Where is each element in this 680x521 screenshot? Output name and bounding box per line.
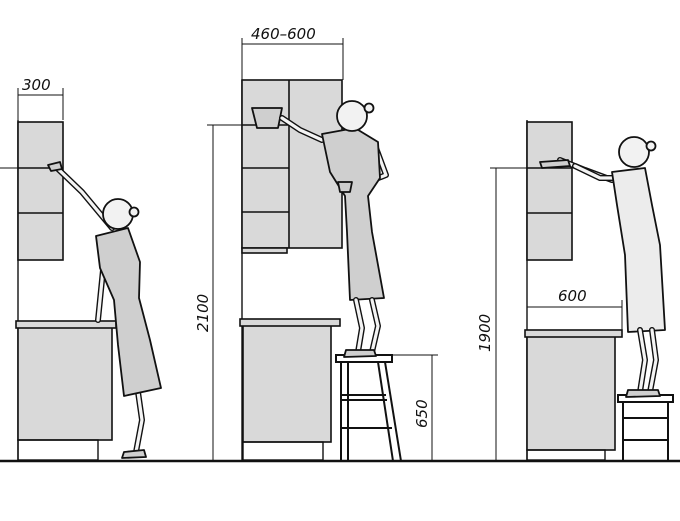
low-stool [617,394,674,461]
dimension-460-600: 460–600 [241,25,344,80]
dimension-300: 300 [17,76,64,120]
label-2100: 2100 [194,294,212,332]
base-counter [524,329,623,461]
container-object [251,107,283,129]
woman-figure-3 [539,136,666,398]
scene-stool-reach-upper-cabinet: 460–600 2100 650 [194,25,438,462]
label-600: 600 [558,287,587,305]
dimension-600: 600 [527,287,623,330]
dimension-650: 650 [380,354,438,461]
dimension-1900: 1900 [476,167,527,461]
wall-cabinet [17,121,64,261]
wall-cabinet [526,121,573,261]
label-1900: 1900 [476,314,494,352]
label-650: 650 [413,399,431,428]
scene-standing-reach-low-cabinet: 1900 600 [476,120,674,461]
scene-standing-reach-wall-cabinet: 300 [0,76,162,461]
label-300: 300 [22,76,51,94]
label-460-600: 460–600 [251,25,316,43]
step-stool [335,354,402,462]
upper-cabinet [241,79,343,254]
woman-figure-1 [47,161,162,459]
base-counter [239,318,341,461]
dimension-2100: 2100 [194,124,242,461]
woman-figure-2 [279,100,389,358]
base-counter [15,320,117,461]
